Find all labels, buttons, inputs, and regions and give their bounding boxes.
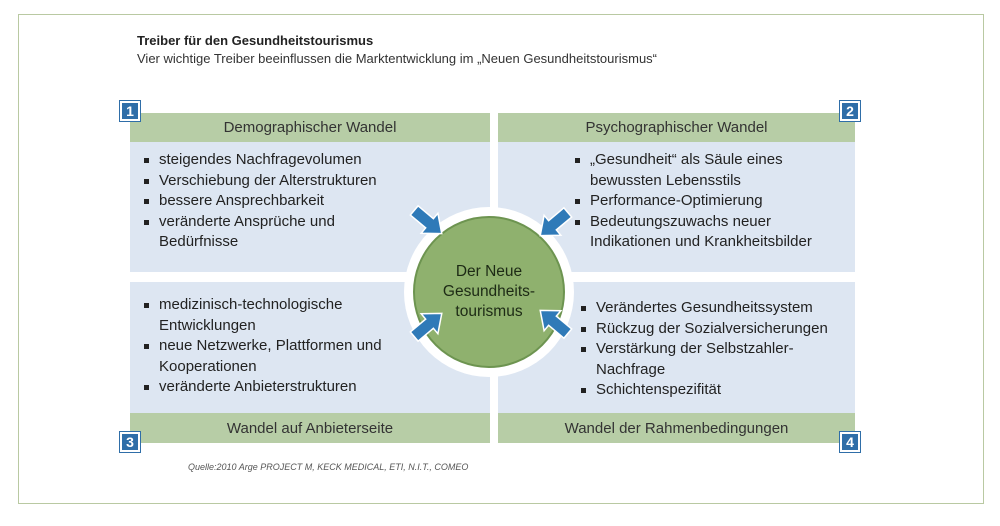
badge-1: 1 (119, 100, 141, 122)
list-framework: Verändertes Gesundheitssystem Rückzug de… (580, 298, 855, 401)
list-item: Rückzug der Sozialversicherungen (580, 319, 855, 340)
badge-3: 3 (119, 431, 141, 453)
list-item: veränderte Ansprüche und Bedürfnisse (143, 212, 369, 253)
figure-frame (18, 14, 984, 504)
list-demographic: steigendes Nachfragevolumen Verschiebung… (143, 150, 413, 253)
center-circle: Der Neue Gesundheits- tourismus (413, 216, 565, 368)
source-note: Quelle:2010 Arge PROJECT M, KECK MEDICAL… (188, 462, 469, 472)
list-item: „Gesundheit“ als Säule eines bewussten L… (574, 150, 800, 191)
list-item: steigendes Nachfragevolumen (143, 150, 413, 171)
list-item: veränderte Anbieterstrukturen (143, 377, 418, 398)
list-item: bessere Ansprechbarkeit (143, 191, 413, 212)
center-label-line2: Gesundheits- (442, 283, 536, 300)
list-item: Performance-Optimierung (574, 191, 854, 212)
figure-title: Treiber für den Gesundheitstourismus (137, 33, 374, 48)
list-provider: medizinisch-technologische Entwicklungen… (143, 295, 418, 398)
list-item: Verändertes Gesundheitssystem (580, 298, 855, 319)
label-demographic: Demographischer Wandel (130, 113, 490, 142)
list-item: neue Netzwerke, Plattformen und Kooperat… (143, 336, 421, 377)
badge-2: 2 (839, 100, 861, 122)
list-item: Schichtenspezifität (580, 380, 855, 401)
label-framework: Wandel der Rahmenbedingungen (498, 413, 855, 443)
label-psychographic: Psychographischer Wandel (498, 113, 855, 142)
center-label-line3: tourismus (455, 303, 523, 320)
badge-4: 4 (839, 431, 861, 453)
list-item: Bedeutungszuwachs neuer Indikationen und… (574, 212, 855, 253)
list-psychographic: „Gesundheit“ als Säule eines bewussten L… (574, 150, 854, 253)
list-item: Verschiebung der Alterstrukturen (143, 171, 413, 192)
list-item: Verstärkung der Selbstzahler-Nachfrage (580, 339, 826, 380)
label-provider: Wandel auf Anbieterseite (130, 413, 490, 443)
center-label-line1: Der Neue (455, 263, 523, 280)
list-item: medizinisch-technologische Entwicklungen (143, 295, 389, 336)
figure-subtitle: Vier wichtige Treiber beeinflussen die M… (137, 51, 657, 66)
